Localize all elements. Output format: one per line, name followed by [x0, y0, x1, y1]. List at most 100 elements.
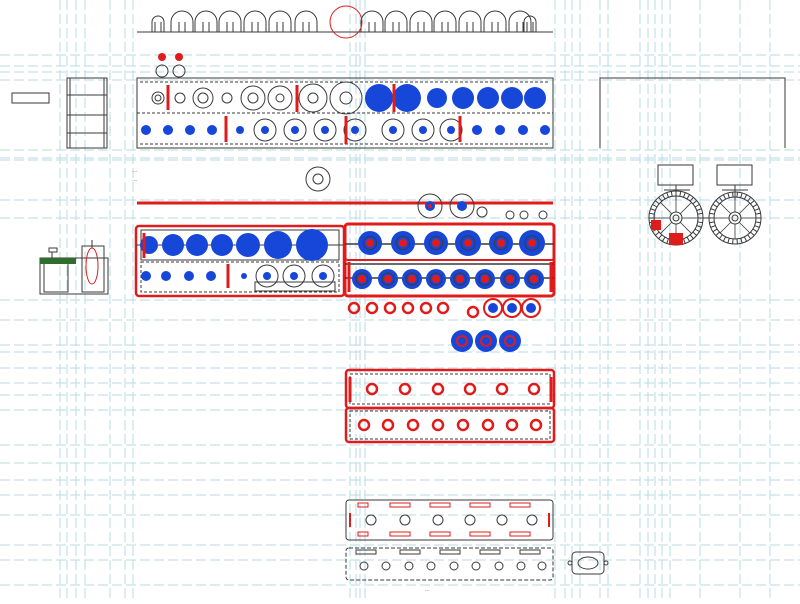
red-ring	[400, 384, 410, 394]
red-slot	[470, 532, 490, 536]
blue-disc	[296, 229, 328, 261]
blue-disc	[211, 234, 233, 256]
red-ring	[507, 420, 517, 430]
red-ring	[385, 303, 395, 313]
blue-disc	[524, 87, 546, 109]
red-core	[432, 275, 440, 283]
upper-row-top	[152, 82, 546, 114]
gear-tooth	[663, 195, 666, 199]
blue-dot	[241, 273, 247, 279]
top-coil-strip	[137, 6, 553, 38]
right-frame	[600, 78, 785, 148]
red-ring	[529, 384, 539, 394]
ring-row-small	[349, 303, 448, 313]
red-core	[358, 275, 366, 283]
arch-coil	[434, 11, 456, 32]
blue-dot	[141, 125, 151, 135]
gear-tooth	[711, 226, 716, 228]
red-ring	[408, 420, 418, 430]
blue-disc	[452, 87, 474, 109]
gear-tooth	[667, 193, 669, 198]
blue-dot	[161, 271, 171, 281]
blue-dot	[389, 126, 397, 134]
gear-tooth	[756, 222, 761, 223]
bottom-plate-2	[346, 548, 553, 580]
red-core	[528, 239, 536, 247]
right-lower-panel	[345, 224, 554, 296]
blue-disc	[477, 87, 499, 109]
gear-tooth	[719, 197, 722, 201]
gear-spoke	[739, 222, 750, 233]
gear-spoke	[680, 222, 691, 233]
gear-tooth	[723, 237, 725, 241]
blue-dot	[163, 125, 173, 135]
gear-tooth	[698, 222, 703, 223]
indicator-pair	[156, 53, 185, 77]
slot	[480, 550, 500, 554]
red-ring	[438, 303, 448, 313]
blue-disc	[475, 330, 497, 352]
ring	[241, 86, 265, 110]
red-slot	[510, 532, 530, 536]
rule-rings	[418, 194, 547, 219]
blue-dot	[263, 272, 271, 280]
hole	[495, 562, 503, 570]
red-core	[384, 275, 392, 283]
blue-dot	[540, 125, 550, 135]
gear-tooth	[751, 232, 755, 235]
blue-dot	[184, 271, 194, 281]
gear-tooth	[695, 229, 699, 232]
gear-tooth	[651, 209, 656, 211]
red-ring	[531, 420, 541, 430]
blue-disc	[162, 234, 184, 256]
blue-dot	[141, 271, 151, 281]
gear-tooth	[698, 213, 703, 214]
gear-tooth	[748, 197, 751, 201]
right-row-top	[358, 230, 545, 256]
red-slot	[470, 503, 490, 507]
hole	[497, 515, 507, 525]
gear-tooth	[753, 204, 757, 207]
red-core	[464, 239, 472, 247]
red-core	[366, 239, 374, 247]
red-slot	[430, 532, 450, 536]
arch-coil	[410, 11, 432, 32]
gear-tooth	[655, 232, 659, 235]
gear-spoke	[680, 202, 691, 213]
red-ring	[367, 384, 377, 394]
footer-caption: ...	[425, 587, 430, 593]
gear-tooth	[741, 238, 742, 243]
blue-dot	[236, 126, 244, 134]
red-slot	[390, 532, 410, 536]
red-ring	[383, 420, 393, 430]
gear-tooth	[741, 193, 742, 198]
hole	[400, 515, 410, 525]
gear-tooth	[697, 209, 702, 211]
left-label-box	[12, 93, 49, 103]
ring	[155, 95, 161, 101]
blue-dot	[507, 303, 517, 313]
gear-tooth	[756, 213, 761, 214]
reference-circle	[306, 167, 330, 191]
gear-spoke	[739, 203, 750, 214]
red-ring	[421, 303, 431, 313]
hole	[527, 515, 537, 525]
red-core	[456, 275, 464, 283]
red-ring	[465, 384, 475, 394]
red-slot	[390, 503, 410, 507]
blue-disc	[264, 231, 292, 259]
gear-tooth	[667, 239, 669, 244]
arch-coil	[295, 11, 317, 32]
arch-coil	[171, 11, 193, 32]
blue-disc	[499, 330, 521, 352]
hole	[427, 562, 435, 570]
ring	[175, 93, 185, 103]
gear-tooth	[690, 235, 693, 239]
ring	[299, 84, 327, 112]
arch-coil	[195, 11, 217, 32]
ring-plate-lower	[346, 408, 554, 442]
gear-tooth	[671, 191, 672, 196]
arch-coil	[361, 11, 383, 32]
gear-tooth	[755, 226, 760, 228]
